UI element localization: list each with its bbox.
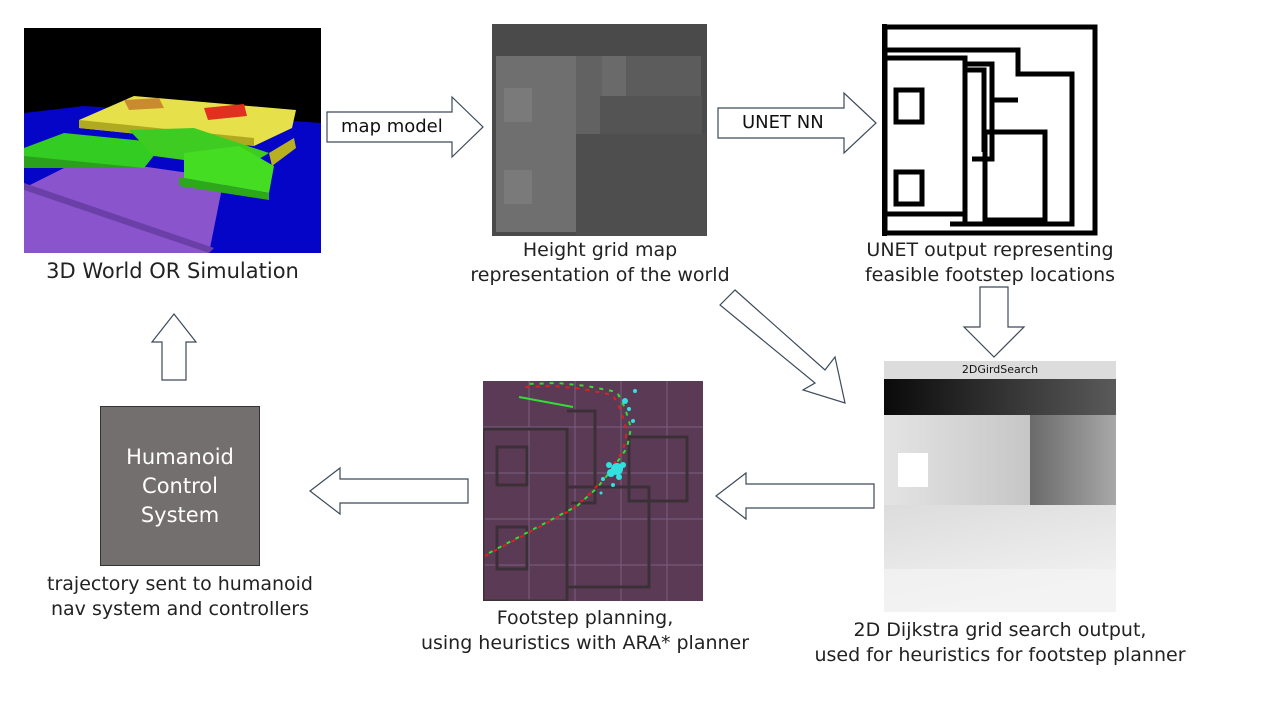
footstep-caption: Footstep planning, using heuristics with… [395,606,775,656]
world-caption: 3D World OR Simulation [24,259,321,284]
up-arrow [150,313,198,381]
height-map-caption-line-1: Height grid map [522,239,678,261]
world-caption-text: 3D World OR Simulation [46,259,299,283]
unet-caption-line-2: feasible footstep locations [864,264,1116,286]
height-grid-map-image [492,24,707,236]
map-model-arrow [326,95,484,159]
diagonal-arrow [719,289,846,404]
control-caption-line-1: trajectory sent to humanoid [47,573,313,595]
left-arrow-dijkstra-to-footstep [715,471,875,521]
unet-nn-arrow [717,91,877,155]
control-label-line-2: Control [142,473,218,498]
dijkstra-caption-line-1: 2D Dijkstra grid search output, [853,619,1147,641]
map-model-label: map model [341,116,443,137]
left-arrow-footstep-to-control [309,466,469,516]
control-label-line-3: System [140,502,220,527]
control-caption: trajectory sent to humanoid nav system a… [20,572,340,622]
height-map-caption: Height grid map representation of the wo… [440,238,760,288]
world-simulation-image [24,28,321,253]
unet-output-image [882,24,1098,236]
down-arrow [962,286,1026,358]
dijkstra-grid-image [884,379,1116,612]
humanoid-control-system-box: Humanoid Control System [100,406,260,566]
unet-caption: UNET output representing feasible footst… [830,238,1150,288]
control-label-line-1: Humanoid [126,444,234,469]
unet-nn-label: UNET NN [742,112,824,133]
dijkstra-caption: 2D Dijkstra grid search output, used for… [780,618,1220,668]
footstep-caption-line-1: Footstep planning, [496,607,674,629]
footstep-planning-image [483,381,703,601]
dijkstra-caption-line-2: used for heuristics for footstep planner [814,644,1186,666]
height-map-caption-line-2: representation of the world [470,264,730,286]
grid-search-window-title: 2DGirdSearch [884,361,1116,379]
footstep-caption-line-2: using heuristics with ARA* planner [420,632,750,654]
control-caption-line-2: nav system and controllers [50,598,310,620]
unet-caption-line-1: UNET output representing [866,239,1114,261]
